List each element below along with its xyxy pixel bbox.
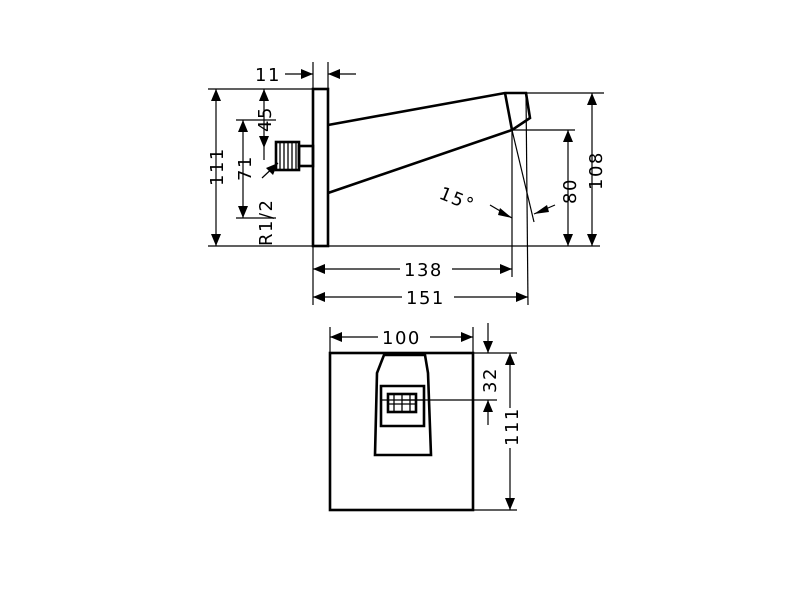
dim-spout-height: 108 [586,93,607,246]
dim-total-length-label: 151 [406,288,445,309]
dim-spout-height-label: 108 [586,151,607,190]
dim-wall-thickness-label: 11 [255,65,281,86]
spout-front [373,353,433,457]
thread-connector [274,140,315,172]
dim-outlet-offset: 32 [480,323,501,425]
dim-outlet-height-label: 80 [560,178,581,204]
dim-thread-size: R1/2 [256,162,279,246]
dim-wall-thickness: 11 [255,65,356,86]
spout-outlet-edge [503,92,514,131]
dim-angle-label: 15° [436,183,478,216]
dim-thread-position-label: 71 [235,155,256,181]
dim-thread-height-label: 45 [255,106,276,132]
dim-plate-height: 111 [502,353,523,510]
extension-lines [208,62,604,306]
front-view: 100 32 111 [328,323,523,512]
dim-total-height: 111 [207,89,228,246]
dim-outlet-offset-label: 32 [480,367,501,393]
side-view: 11 111 45 71 R1/2 [207,62,607,309]
dim-outlet-length-label: 138 [404,260,443,281]
dim-thread-height: 45 [255,89,276,160]
wall-plate [311,87,330,248]
dim-thread-size-label: R1/2 [256,199,277,246]
dim-outlet-height: 80 [560,130,581,246]
dim-total-length: 151 [313,288,528,309]
dim-thread-position: 71 [235,120,256,218]
spout-body [327,91,532,195]
cover-plate [328,351,475,512]
dim-total-height-label: 111 [207,147,228,186]
dim-outlet-length: 138 [313,260,512,281]
dim-plate-height-label: 111 [502,407,523,446]
dim-plate-width: 100 [330,328,473,349]
dim-plate-width-label: 100 [382,328,421,349]
dim-angle: 15° [436,183,556,219]
